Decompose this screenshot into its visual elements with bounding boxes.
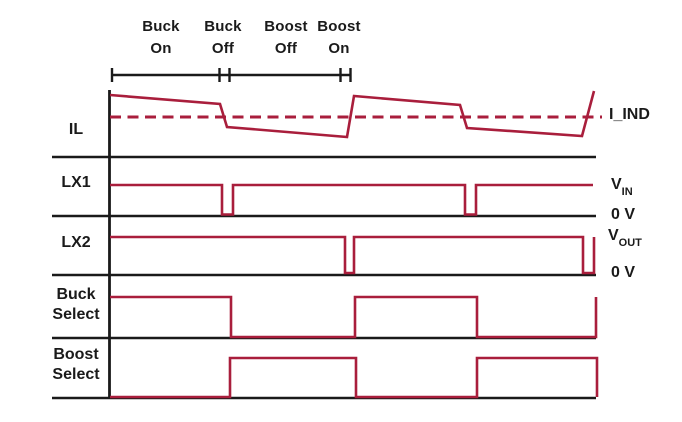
row-label-lx1: LX1 [61,174,91,191]
row-label-line2: Select [52,306,100,323]
label-0v-lx2: 0 V [611,264,636,281]
row-label-buck-select: Buck Select [46,285,106,325]
boost-select-waveform [110,356,599,399]
phase-label-line1: Boost [264,18,308,35]
lx2-waveform [110,235,596,275]
label-v-out-sub: OUT [618,237,642,250]
phase-label-boost-off: Boost Off [249,16,323,60]
row-label-il: IL [68,121,84,138]
row-label-line1: Boost [53,346,99,363]
label-v-out-main: V [608,227,619,244]
label-v-in-main: V [611,176,622,193]
phase-label-line2: On [150,40,172,57]
phase-label-line1: Boost [317,18,361,35]
phase-label-boost-on: Boost On [302,16,376,60]
phase-label-line1: Buck [204,18,242,35]
phase-label-buck-off: Buck Off [186,16,260,60]
phase-label-line2: Off [211,40,235,57]
il-waveform [109,90,596,139]
row-label-lx2: LX2 [61,234,91,251]
buck-select-waveform [110,295,598,339]
row-label-line2: Select [52,366,100,383]
phase-label-line1: Buck [142,18,180,35]
phase-label-buck-on: Buck On [124,16,198,60]
label-v-in-sub: IN [621,186,633,199]
phase-label-line2: Off [274,40,298,57]
phase-label-line2: On [328,40,350,57]
label-v-in: VIN [611,176,633,198]
label-i-ind: I_IND [609,106,650,123]
row-label-line1: Buck [56,286,96,303]
label-0v-lx1: 0 V [611,206,636,223]
label-v-out: VOUT [608,227,642,249]
row-label-boost-select: Boost Select [46,345,106,385]
lx1-waveform [110,183,593,216]
